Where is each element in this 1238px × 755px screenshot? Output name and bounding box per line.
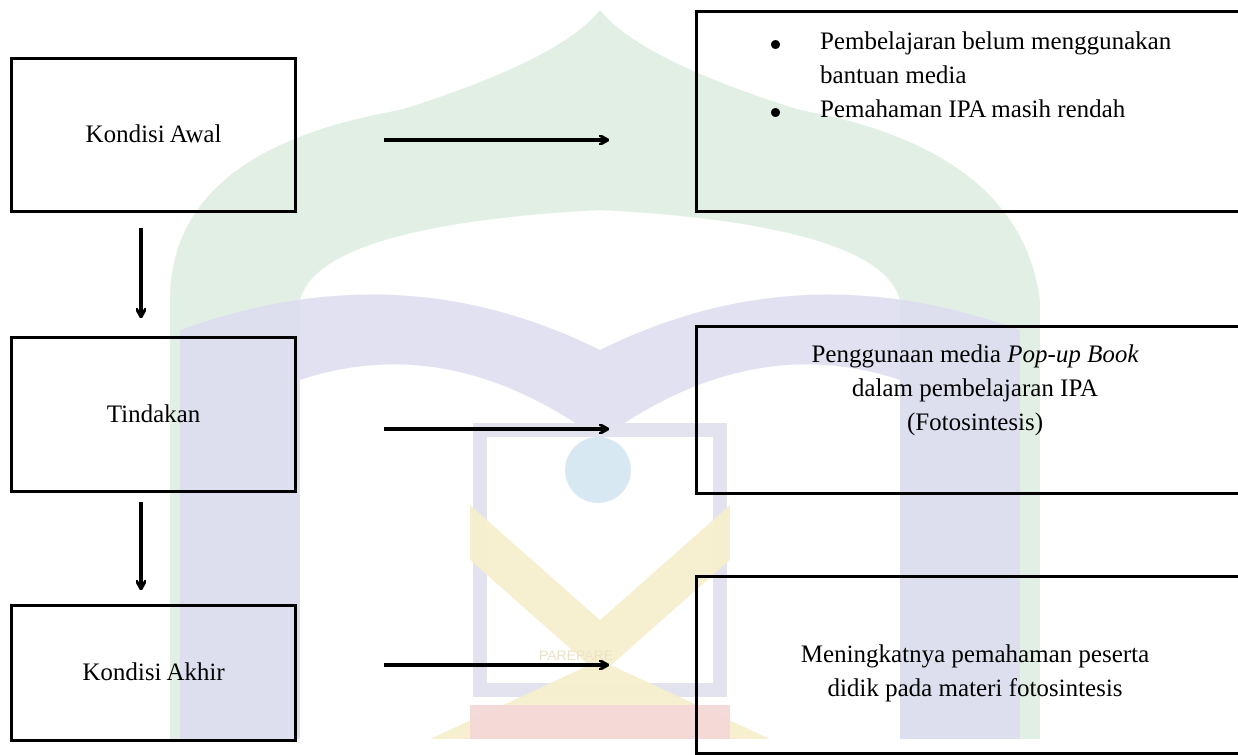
bullet-item: Pemahaman IPA masih rendah — [698, 93, 1238, 127]
akhir-detail-text: Meningkatnya pemahaman peserta didik pad… — [800, 641, 1150, 702]
tindakan-detail-text: Penggunaan media Pop-up Book dalam pembe… — [812, 338, 1139, 440]
watermark-text: PAREPARE — [539, 647, 613, 663]
watermark-emblem — [565, 437, 631, 503]
box-kondisi-awal: Kondisi Awal — [10, 57, 297, 213]
box-akhir-detail: Meningkatnya pemahaman peserta didik pad… — [695, 575, 1238, 755]
box-kondisi-akhir: Kondisi Akhir — [10, 604, 297, 742]
label-tindakan: Tindakan — [106, 400, 201, 428]
box-tindakan: Tindakan — [10, 336, 297, 493]
label-kondisi-akhir: Kondisi Akhir — [82, 659, 225, 686]
label-kondisi-awal: Kondisi Awal — [85, 121, 222, 148]
tindakan-text-italic: Pop-up Book — [1007, 341, 1139, 368]
box-awal-detail: Pembelajaran belum menggunakan bantuan m… — [695, 10, 1238, 213]
watermark-dome — [170, 10, 1040, 739]
box-tindakan-detail: Penggunaan media Pop-up Book dalam pembe… — [695, 325, 1238, 495]
tindakan-text-2: dalam pembelajaran IPA (Fotosintesis) — [851, 375, 1099, 436]
tindakan-text-1: Penggunaan media — [811, 341, 1008, 368]
watermark-chevron — [470, 505, 730, 675]
watermark-ribbon — [470, 705, 730, 739]
awal-bullet-list: Pembelajaran belum menggunakan bantuan m… — [698, 25, 1238, 127]
arrows-layer — [0, 0, 1238, 739]
bullet-item: Pembelajaran belum menggunakan bantuan m… — [698, 25, 1238, 93]
